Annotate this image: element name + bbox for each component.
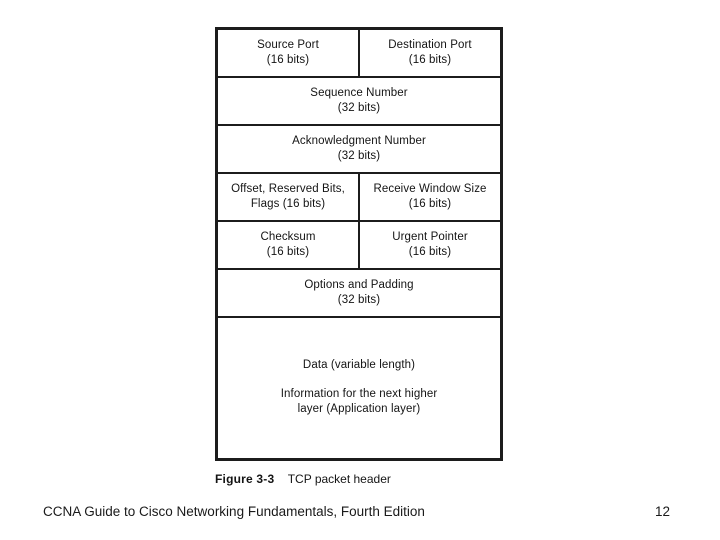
field-destination-port-size: (16 bits)	[408, 53, 452, 66]
field-data-payload-line2: Information for the next higher	[280, 388, 438, 401]
footer-book-title: CCNA Guide to Cisco Networking Fundament…	[43, 504, 425, 519]
field-checksum-name: Checksum	[260, 230, 316, 243]
field-source-port: Source Port (16 bits)	[215, 27, 360, 78]
field-source-port-name: Source Port	[257, 38, 319, 51]
field-sequence-number-size: (32 bits)	[337, 101, 381, 114]
field-acknowledgment-number-name: Acknowledgment Number	[292, 134, 426, 147]
slide-footer: CCNA Guide to Cisco Networking Fundament…	[0, 500, 720, 524]
figure-caption: Figure 3-3 TCP packet header	[215, 470, 615, 488]
table-row: Data (variable length) Information for t…	[215, 315, 503, 461]
field-acknowledgment-number-size: (32 bits)	[337, 149, 381, 162]
table-row: Options and Padding (32 bits)	[215, 267, 503, 318]
field-sequence-number-name: Sequence Number	[310, 86, 408, 99]
field-checksum: Checksum (16 bits)	[215, 219, 360, 270]
field-data-payload: Data (variable length) Information for t…	[215, 315, 503, 461]
field-receive-window-size-name: Receive Window Size	[373, 182, 487, 195]
field-receive-window-size: Receive Window Size (16 bits)	[358, 171, 503, 222]
field-options-and-padding-size: (32 bits)	[337, 293, 381, 306]
figure-caption-label: Figure 3-3	[215, 472, 275, 486]
field-urgent-pointer: Urgent Pointer (16 bits)	[358, 219, 503, 270]
packet-structure-table: Source Port (16 bits) Destination Port (…	[215, 27, 503, 461]
field-sequence-number: Sequence Number (32 bits)	[215, 75, 503, 126]
field-options-and-padding: Options and Padding (32 bits)	[215, 267, 503, 318]
table-row: Sequence Number (32 bits)	[215, 75, 503, 126]
field-offset-reserved-flags: Offset, Reserved Bits, Flags (16 bits)	[215, 171, 360, 222]
field-source-port-size: (16 bits)	[266, 53, 310, 66]
tcp-packet-header-diagram: Source Port (16 bits) Destination Port (…	[215, 27, 503, 461]
field-acknowledgment-number: Acknowledgment Number (32 bits)	[215, 123, 503, 174]
field-options-and-padding-name: Options and Padding	[304, 278, 414, 291]
field-urgent-pointer-name: Urgent Pointer	[392, 230, 468, 243]
table-row: Checksum (16 bits) Urgent Pointer (16 bi…	[215, 219, 503, 270]
field-destination-port: Destination Port (16 bits)	[358, 27, 503, 78]
table-row: Offset, Reserved Bits, Flags (16 bits) R…	[215, 171, 503, 222]
figure-caption-text: TCP packet header	[287, 472, 391, 486]
field-data-payload-text: Data (variable length) Information for t…	[221, 358, 497, 417]
payload-spacer	[221, 373, 497, 387]
field-checksum-size: (16 bits)	[266, 245, 310, 258]
field-data-payload-line3: layer (Application layer)	[297, 403, 421, 416]
table-row: Source Port (16 bits) Destination Port (…	[215, 27, 503, 78]
footer-page-number: 12	[655, 504, 671, 519]
table-row: Acknowledgment Number (32 bits)	[215, 123, 503, 174]
field-receive-window-size-size: (16 bits)	[408, 197, 452, 210]
field-offset-reserved-flags-size: Flags (16 bits)	[250, 197, 326, 210]
field-data-payload-line1: Data (variable length)	[302, 359, 416, 372]
field-destination-port-name: Destination Port	[388, 38, 472, 51]
field-offset-reserved-flags-name: Offset, Reserved Bits,	[231, 182, 345, 195]
field-urgent-pointer-size: (16 bits)	[408, 245, 452, 258]
